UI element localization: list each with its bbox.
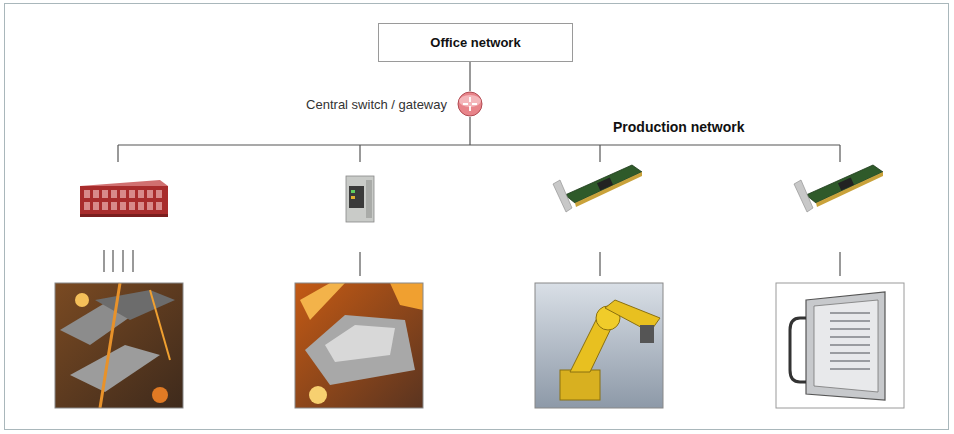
- din-module: [346, 176, 374, 222]
- welding-photo: [295, 283, 423, 408]
- robot-photo: [535, 283, 663, 408]
- box-title: Office network: [430, 35, 520, 50]
- panel-pc-photo: [776, 283, 904, 408]
- frame: [5, 4, 949, 430]
- pci-card: [794, 165, 883, 212]
- network-link: [469, 62, 470, 91]
- device-label: Central switch / gateway: [306, 97, 447, 112]
- router-icon: Central switch / gateway: [457, 91, 483, 117]
- network-label: Production network: [613, 119, 744, 135]
- pci-card: [553, 165, 642, 212]
- bus-wires: [104, 117, 840, 276]
- rack-module: [80, 180, 168, 217]
- network-box: Office network: [378, 23, 573, 62]
- router-symbol: [457, 91, 483, 117]
- assembly-photo: [55, 283, 183, 408]
